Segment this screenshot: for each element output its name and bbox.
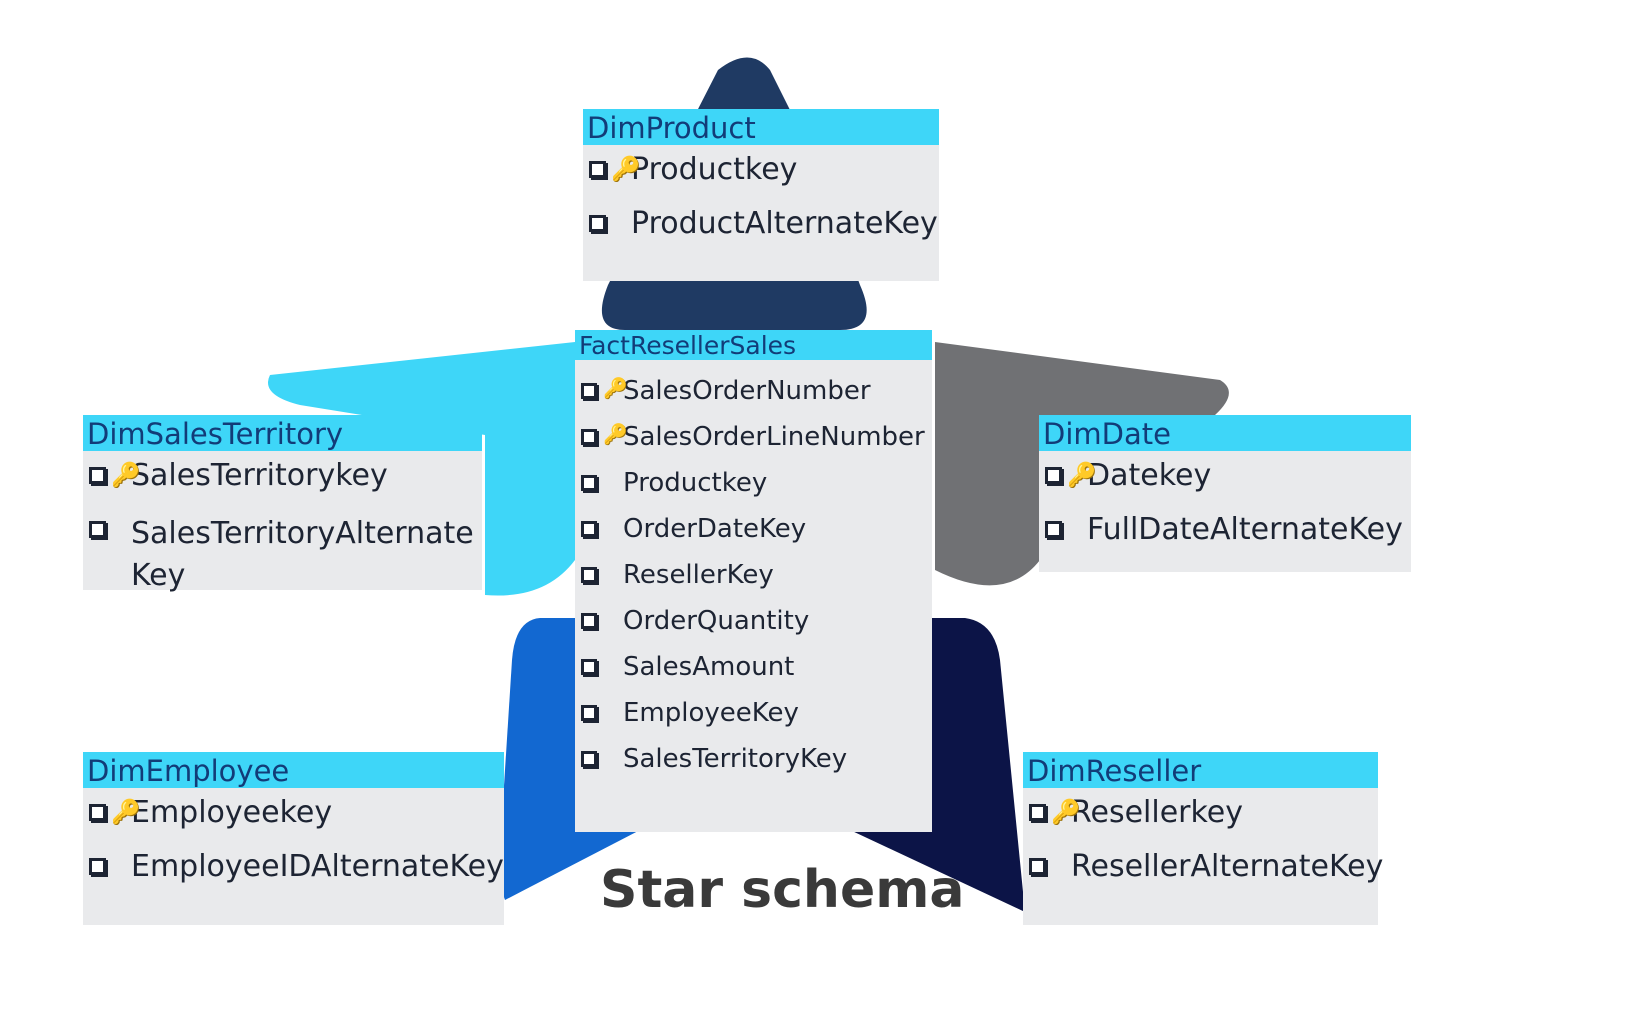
field-label: EmployeeKey [623, 698, 799, 728]
arm-bottom-right [850, 618, 1025, 912]
field-row: 🔑 SalesOrderLineNumber [575, 422, 932, 452]
checkbox-icon [1045, 521, 1062, 538]
field-label: EmployeeIDAlternateKey [131, 849, 504, 884]
dim-product-table: DimProduct 🔑 Productkey ProductAlternate… [583, 109, 939, 281]
dim-date-table: DimDate 🔑 Datekey FullDateAlternateKey [1039, 415, 1411, 572]
checkbox-icon [89, 467, 106, 484]
key-icon: 🔑 [611, 155, 641, 183]
key-icon: 🔑 [1067, 461, 1097, 489]
dim-employee-table: DimEmployee 🔑 Employeekey EmployeeIDAlte… [83, 752, 504, 925]
field-row: SalesTerritoryAlternate Key [83, 513, 474, 597]
field-label: SalesTerritoryAlternate Key [131, 516, 474, 593]
dim-reseller-table: DimReseller 🔑 Resellerkey ResellerAltern… [1023, 752, 1383, 925]
key-icon: 🔑 [1051, 798, 1081, 826]
checkbox-icon [89, 521, 106, 538]
field-label: Productkey [631, 152, 798, 187]
dim-reseller-header: DimReseller [1023, 752, 1378, 788]
field-row: FullDateAlternateKey [1039, 513, 1411, 547]
field-label: SalesOrderLineNumber [623, 422, 925, 452]
checkbox-icon [1029, 858, 1046, 875]
field-row: 🔑 SalesOrderNumber [575, 376, 932, 406]
field-label: ProductAlternateKey [631, 206, 938, 241]
checkbox-icon [581, 705, 597, 721]
field-label: Employeekey [131, 795, 333, 830]
field-label: ResellerAlternateKey [1071, 849, 1384, 884]
field-label: OrderQuantity [623, 606, 810, 636]
field-row: EmployeeIDAlternateKey [83, 850, 504, 884]
dim-sales-territory-table: DimSalesTerritory 🔑 SalesTerritorykey Sa… [83, 415, 482, 593]
checkbox-icon [589, 215, 606, 232]
dim-date-header: DimDate [1039, 415, 1411, 451]
checkbox-icon [589, 161, 606, 178]
field-row: OrderQuantity [575, 606, 932, 636]
field-label: Datekey [1087, 458, 1212, 493]
checkbox-icon [1029, 804, 1046, 821]
diagram-caption: Star schema [600, 860, 965, 920]
fact-reseller-sales-table: FactResellerSales 🔑 SalesOrderNumber 🔑 S… [575, 330, 932, 832]
field-row: ResellerKey [575, 560, 932, 590]
checkbox-icon [581, 567, 597, 583]
dim-sales-territory-header: DimSalesTerritory [83, 415, 482, 451]
checkbox-icon [89, 858, 106, 875]
field-row: 🔑 Employeekey [83, 796, 504, 830]
key-icon: 🔑 [111, 461, 141, 489]
checkbox-icon [581, 521, 597, 537]
checkbox-icon [1045, 467, 1062, 484]
field-label: OrderDateKey [623, 514, 807, 544]
dim-employee-header: DimEmployee [83, 752, 504, 788]
field-label: SalesTerritorykey [131, 458, 388, 493]
arm-right [935, 342, 1229, 586]
checkbox-icon [89, 804, 106, 821]
key-icon: 🔑 [111, 798, 141, 826]
field-row: 🔑 Resellerkey [1023, 796, 1378, 830]
field-row: OrderDateKey [575, 514, 932, 544]
key-icon: 🔑 [603, 376, 628, 400]
field-row: ResellerAlternateKey [1023, 850, 1383, 884]
field-row: EmployeeKey [575, 698, 932, 728]
field-label: ResellerKey [623, 560, 774, 590]
field-label: Productkey [623, 468, 768, 498]
field-row: 🔑 Datekey [1039, 459, 1411, 493]
checkbox-icon [581, 429, 597, 445]
checkbox-icon [581, 659, 597, 675]
field-row: 🔑 Productkey [583, 153, 939, 187]
dim-product-header: DimProduct [583, 109, 939, 145]
checkbox-icon [581, 751, 597, 767]
checkbox-icon [581, 383, 597, 399]
arm-left [268, 342, 575, 596]
field-label: SalesAmount [623, 652, 795, 682]
checkbox-icon [581, 475, 597, 491]
checkbox-icon [581, 613, 597, 629]
field-row: Productkey [575, 468, 932, 498]
field-row: ProductAlternateKey [583, 207, 939, 241]
field-label: SalesTerritoryKey [623, 744, 848, 774]
field-row: SalesAmount [575, 652, 932, 682]
field-label: Resellerkey [1071, 795, 1244, 830]
field-label: SalesOrderNumber [623, 376, 871, 406]
fact-table-header: FactResellerSales [575, 330, 932, 360]
field-row: SalesTerritoryKey [575, 744, 932, 774]
field-label: FullDateAlternateKey [1087, 512, 1403, 547]
field-row: 🔑 SalesTerritorykey [83, 459, 482, 493]
key-icon: 🔑 [603, 422, 628, 446]
